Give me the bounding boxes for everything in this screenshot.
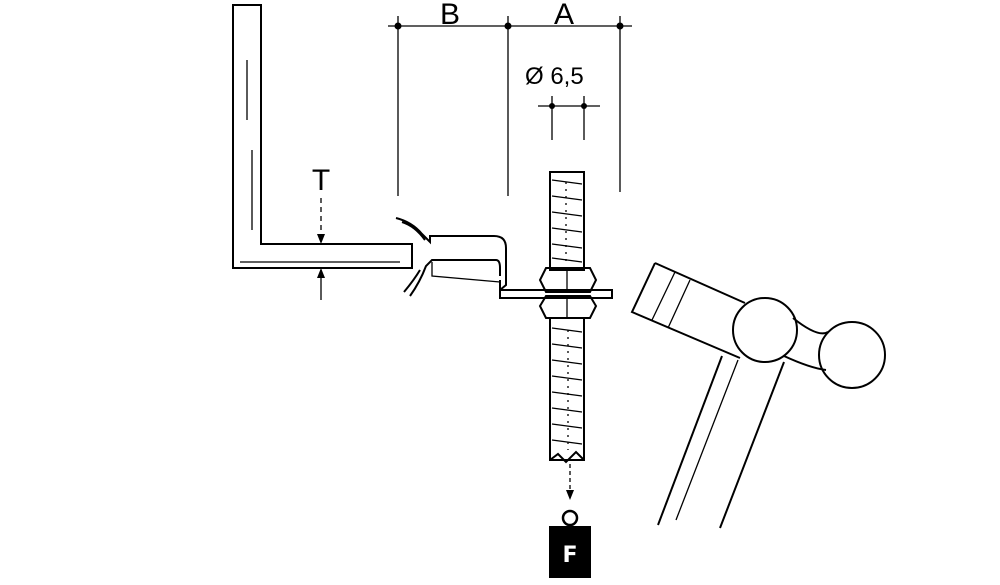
diameter-label: Ø 6,5 <box>525 63 584 90</box>
hex-nut <box>538 267 598 319</box>
spring-clip <box>395 217 613 299</box>
weight-icon: F <box>549 509 591 578</box>
l-bracket <box>232 4 413 269</box>
dimension-label-b: B <box>440 0 460 31</box>
dimension-label-t: T <box>312 164 330 197</box>
dimension-line-top: B A <box>388 0 632 196</box>
dimension-label-a: A <box>554 0 574 31</box>
hammer-icon <box>630 262 886 529</box>
weight-label: F <box>562 543 577 568</box>
thickness-dimension-t: T <box>312 164 330 300</box>
diameter-dimension: Ø 6,5 <box>525 63 600 140</box>
force-arrow <box>566 464 574 500</box>
